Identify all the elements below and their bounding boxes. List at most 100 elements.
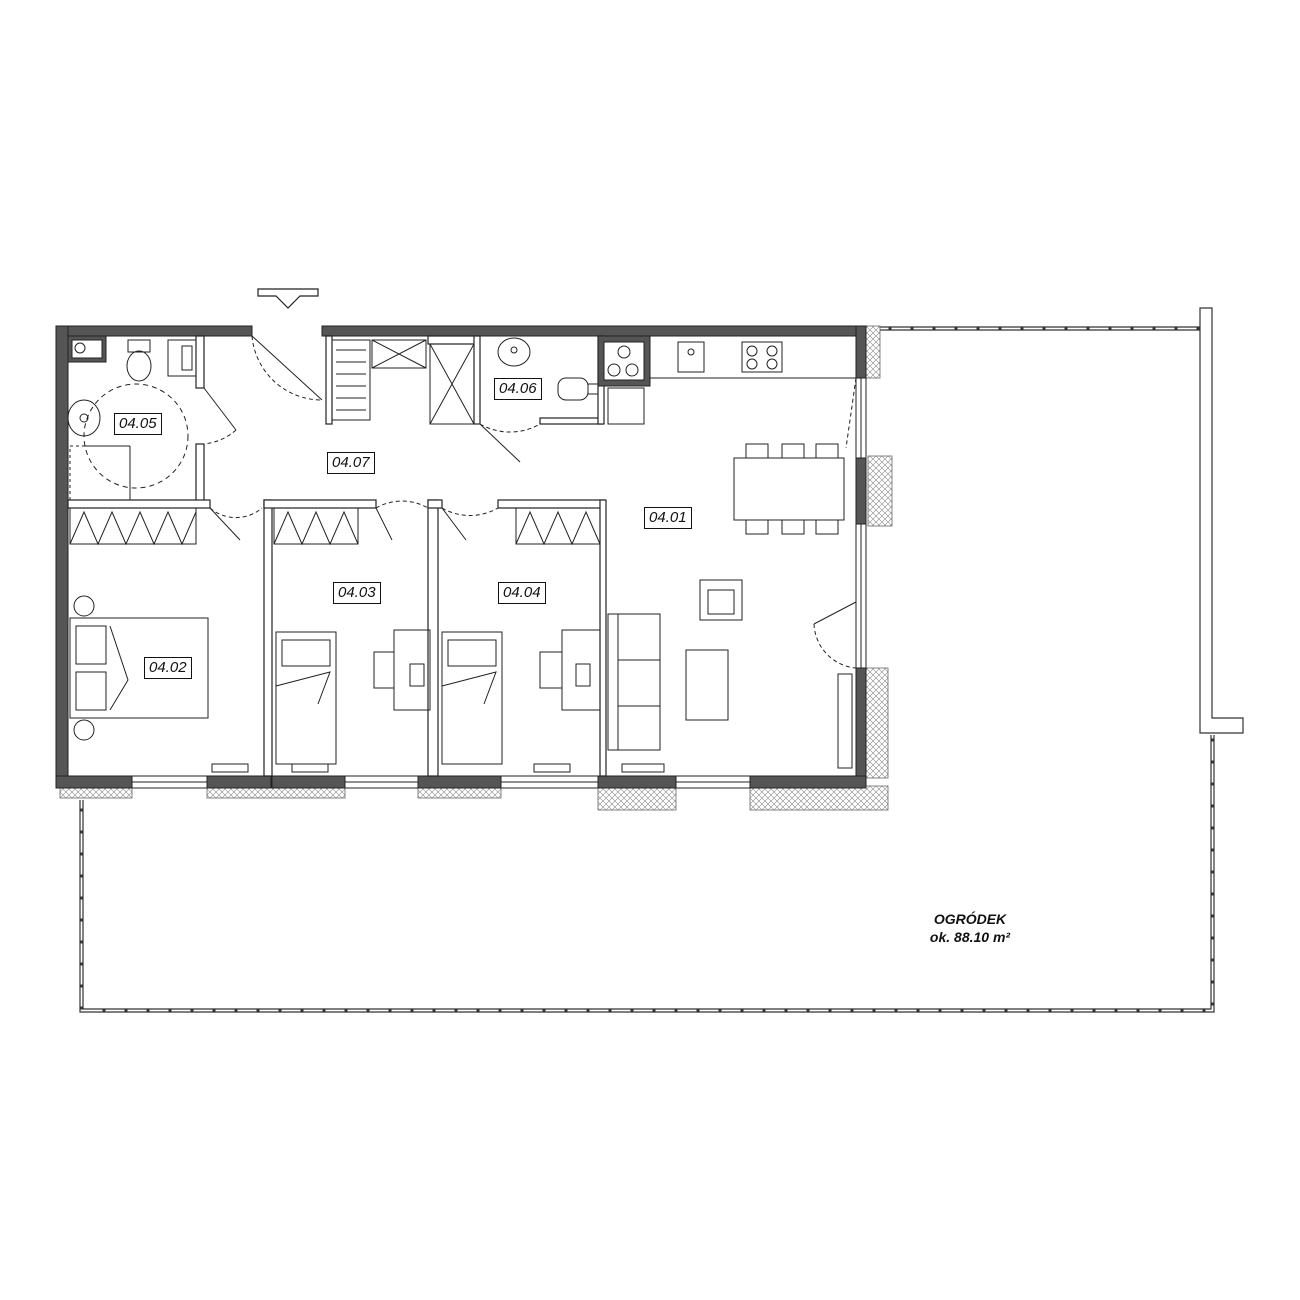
fence-post [1211,980,1214,984]
fence-post [850,1009,854,1012]
fence-post [80,808,83,812]
fence-post [806,1009,810,1012]
fence-post [740,1009,744,1012]
fence-post [1196,327,1200,330]
fence-post [102,1009,106,1012]
fence-post [1020,327,1024,330]
fence-post [1211,804,1214,808]
room-label-04-04: 04.04 [498,582,546,604]
fence-post [80,896,83,900]
fence-post [388,1009,392,1012]
fence-post [1048,1009,1052,1012]
fence-post [542,1009,546,1012]
room-label-04-01: 04.01 [644,507,692,529]
fence-post [80,830,83,834]
fence-post [872,1009,876,1012]
fence-post [1211,848,1214,852]
fence-post [1211,914,1214,918]
fence-post [828,1009,832,1012]
fence-post [608,1009,612,1012]
fence-post [322,1009,326,1012]
fence-post [80,1006,83,1010]
entrance-arrow-icon [257,288,319,309]
fence-post [976,327,980,330]
fence-post [520,1009,524,1012]
fence-post [344,1009,348,1012]
fence-post [1211,936,1214,940]
fence-post [916,1009,920,1012]
double-bed [69,595,209,741]
fence-post [1114,1009,1118,1012]
fence-post [146,1009,150,1012]
fence-post [80,852,83,856]
single-bed-1 [275,629,431,765]
fence-post [278,1009,282,1012]
living-furniture [607,443,853,769]
fence-post [256,1009,260,1012]
fence-post [1180,1009,1184,1012]
fence-post [1108,327,1112,330]
fence-post [674,1009,678,1012]
fence-post [1174,327,1178,330]
fence-post [762,1009,766,1012]
fence-post [498,1009,502,1012]
fence-post [696,1009,700,1012]
exterior-insulation [59,325,893,811]
fence-post [1158,1009,1162,1012]
fence-post [1211,1002,1214,1006]
fence-post [652,1009,656,1012]
fence-post [1211,870,1214,874]
fence-post [1211,892,1214,896]
fence-post [1130,327,1134,330]
hall-wardrobe [331,339,475,425]
installation-shaft [67,335,651,387]
kitchen-counter [649,335,857,379]
fence-post [124,1009,128,1012]
wc-fixtures [497,337,645,425]
fence-post [954,327,958,330]
garden-area: ok. 88.10 m² [929,929,1011,945]
fence-post [212,1009,216,1012]
fence-post [366,1009,370,1012]
fence-post [80,874,83,878]
fence-post [1042,327,1046,330]
fence-post [718,1009,722,1012]
fence-post [1152,327,1156,330]
radiators [211,763,665,773]
fence-post [630,1009,634,1012]
fence-post [1064,327,1068,330]
room-label-04-02: 04.02 [144,657,192,679]
fence-post [784,1009,788,1012]
terrace-edge [1199,307,1244,734]
fence-post [80,984,83,988]
fence-post [888,327,892,330]
fence-post [80,962,83,966]
outer-walls [55,325,867,789]
fence-post [564,1009,568,1012]
fence-post [476,1009,480,1012]
bedroom-wardrobes [69,507,601,546]
fence-post [1004,1009,1008,1012]
fence-post [938,1009,942,1012]
fence-post [960,1009,964,1012]
garden-label: OGRÓDEK ok. 88.10 m² [880,910,1060,946]
windows [131,377,867,789]
fence-post [1211,760,1214,764]
fence-post [998,327,1002,330]
fence-post [300,1009,304,1012]
room-label-04-07: 04.07 [327,452,375,474]
fence-post [168,1009,172,1012]
fence-post [80,940,83,944]
fence-post [1211,826,1214,830]
doors [203,335,857,669]
fence-post [910,327,914,330]
fence-post [894,1009,898,1012]
garden-name: OGRÓDEK [933,911,1007,927]
room-label-04-03: 04.03 [333,582,381,604]
fence-post [932,327,936,330]
fence-post [586,1009,590,1012]
fence-post [1136,1009,1140,1012]
inner-walls [67,335,607,777]
fence-post [410,1009,414,1012]
room-label-04-06: 04.06 [494,378,542,400]
